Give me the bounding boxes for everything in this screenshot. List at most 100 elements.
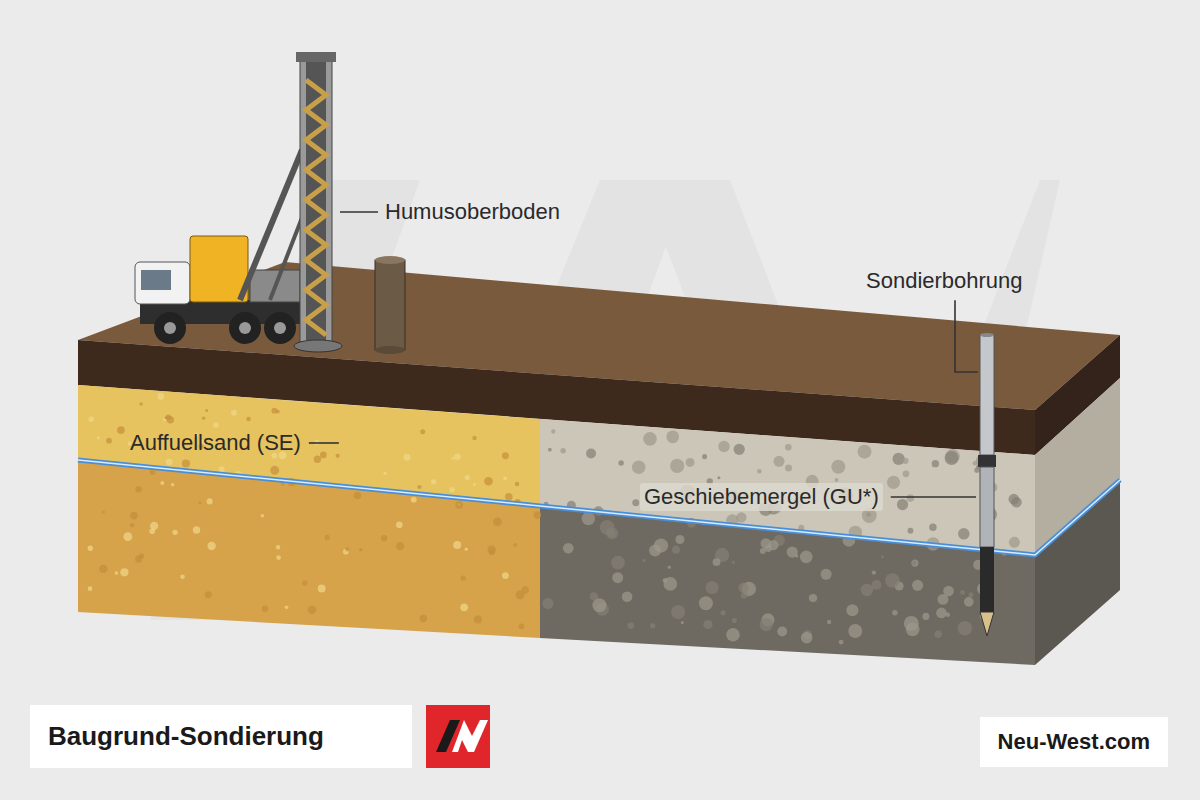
- soil-grain: [800, 551, 813, 564]
- soil-grain: [213, 422, 218, 427]
- soil-grain: [668, 566, 671, 569]
- soil-grain: [632, 499, 639, 506]
- site-label: Neu-West.com: [980, 717, 1168, 767]
- probe-label: Sondierbohrung: [866, 268, 1023, 294]
- soil-grain: [718, 441, 729, 452]
- soil-grain: [302, 580, 307, 585]
- soil-grain: [542, 598, 553, 609]
- soil-grain: [686, 458, 695, 467]
- soil-grain: [160, 481, 164, 485]
- soil-grain: [117, 426, 125, 434]
- soil-grain: [787, 546, 798, 557]
- soil-grain: [773, 456, 784, 467]
- leader-line: [955, 300, 978, 372]
- soil-grain: [760, 618, 773, 631]
- soil-grain: [396, 521, 403, 528]
- soil-grain: [534, 511, 542, 519]
- soil-grain: [736, 512, 746, 522]
- soil-grain: [102, 510, 105, 513]
- soil-grain: [139, 402, 143, 406]
- soil-grain: [205, 409, 208, 412]
- soil-grain: [703, 620, 712, 629]
- soil-grain: [801, 632, 813, 644]
- water-table-highlight: [78, 460, 1120, 555]
- soil-grain: [420, 429, 425, 434]
- soil-grain: [505, 493, 513, 501]
- soil-grain: [795, 554, 798, 557]
- soil-grain: [974, 468, 979, 473]
- soil-grain: [207, 542, 215, 550]
- soil-grain: [404, 454, 411, 461]
- soil-grain: [663, 577, 677, 591]
- soil-grain: [885, 573, 900, 588]
- soil-grain: [897, 499, 908, 510]
- soil-grain: [666, 430, 679, 443]
- soil-grain: [345, 547, 349, 551]
- soil-grain: [586, 448, 596, 458]
- soil-grain: [699, 596, 713, 610]
- soil-grain: [650, 623, 655, 628]
- soil-grain: [839, 640, 844, 645]
- soil-grain: [89, 417, 94, 422]
- soil-grain: [513, 543, 517, 547]
- soil-grain: [318, 585, 326, 593]
- soil-grain: [106, 438, 112, 444]
- soil-grain: [671, 605, 685, 619]
- soil-grain: [827, 620, 831, 624]
- soil-grain: [563, 543, 574, 554]
- water-table: [78, 460, 1120, 555]
- soil-grain: [835, 478, 839, 482]
- side-gravel: [1035, 480, 1120, 665]
- soil-grain: [171, 483, 174, 486]
- soil-grain: [135, 486, 141, 492]
- brand-logo: [426, 705, 490, 768]
- soil-grain: [454, 454, 461, 461]
- soil-grain: [964, 597, 974, 607]
- soil-grain: [130, 512, 138, 520]
- soil-grain: [732, 618, 737, 623]
- soil-grain: [741, 592, 748, 599]
- soil-grain: [904, 616, 919, 631]
- soil-grain: [911, 559, 918, 566]
- soil-texture: [88, 393, 1022, 644]
- soil-grain: [757, 469, 762, 474]
- soil-grain: [618, 460, 624, 466]
- soil-grain: [902, 458, 908, 464]
- soil-grain: [738, 583, 748, 593]
- probe-rod: [978, 333, 996, 636]
- soil-grain: [649, 545, 661, 557]
- soil-grain: [612, 572, 623, 583]
- soil-grain: [314, 456, 321, 463]
- soil-grain: [166, 414, 172, 420]
- soil-grain: [130, 523, 134, 527]
- soil-grain: [460, 603, 468, 611]
- soil-grain: [320, 452, 327, 459]
- soil-grain: [461, 576, 466, 581]
- soil-grain: [911, 561, 916, 566]
- soil-grain: [465, 475, 470, 480]
- soil-grain: [706, 581, 719, 594]
- soil-grain: [785, 444, 792, 451]
- soil-grain: [861, 584, 873, 596]
- soil-grain: [308, 605, 317, 614]
- soil-grain: [383, 472, 386, 475]
- soil-grain: [488, 545, 496, 553]
- soil-grain: [717, 476, 720, 479]
- soil-grain: [582, 512, 595, 525]
- layer-label: Geschiebemergel (GU*): [640, 483, 883, 511]
- soil-grain: [381, 535, 387, 541]
- soil-grain: [643, 432, 657, 446]
- soil-grain: [809, 594, 817, 602]
- soil-grain: [785, 464, 792, 471]
- soil-grain: [262, 606, 268, 612]
- soil-grain: [777, 627, 787, 637]
- soil-grain: [325, 535, 330, 540]
- soil-grain: [892, 610, 897, 615]
- soil-grain: [453, 541, 461, 549]
- soil-grain: [354, 492, 362, 500]
- soil-grain: [1008, 494, 1019, 505]
- soil-grain: [892, 453, 904, 465]
- soil-grain: [642, 559, 645, 562]
- sand-lower: [78, 460, 540, 638]
- soil-grain: [193, 526, 200, 533]
